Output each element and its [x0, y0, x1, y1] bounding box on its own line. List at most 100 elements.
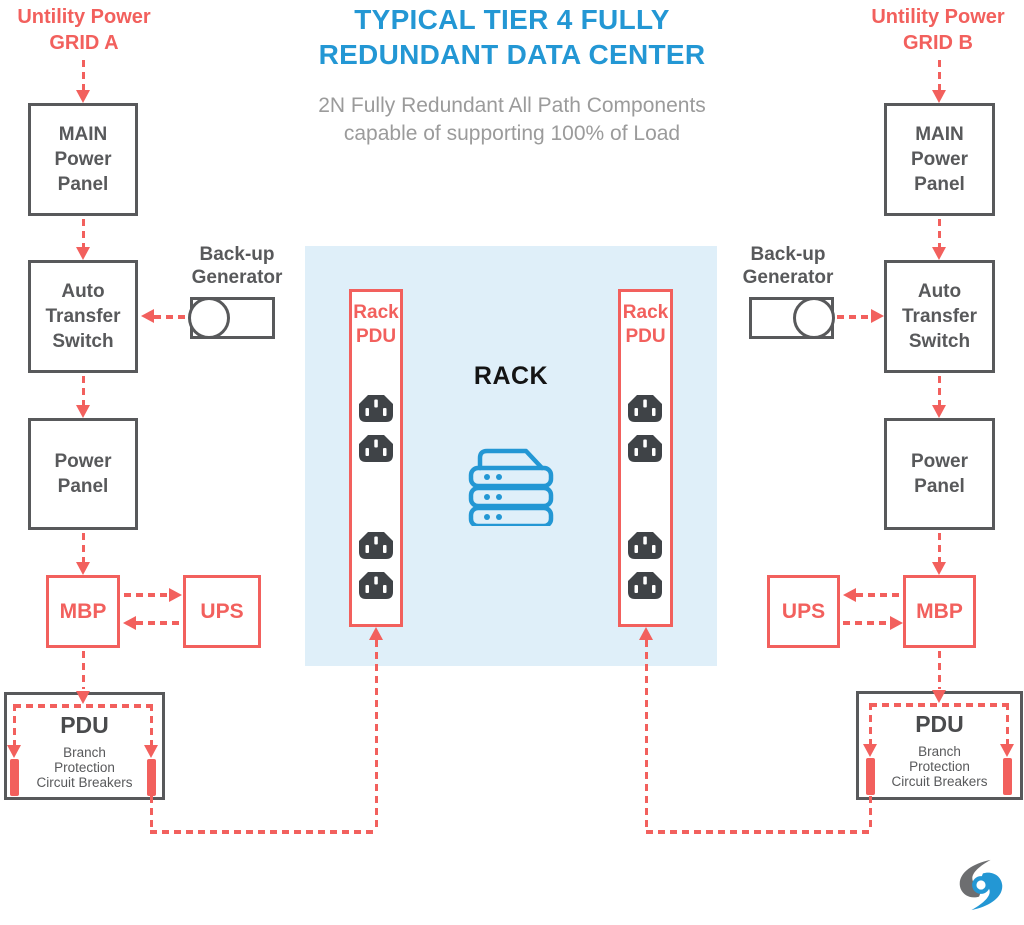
grid-a-label-line2: GRID A	[49, 31, 119, 54]
outlet-icon	[628, 572, 662, 599]
outlet-icon	[359, 435, 393, 462]
arrowhead	[76, 90, 90, 103]
pdu-b-subtitle-line2: Protection	[909, 759, 970, 774]
arrowhead	[169, 588, 182, 602]
backup-generator-icon-circle	[793, 297, 835, 339]
arrowhead	[932, 405, 946, 418]
arrowhead	[863, 744, 877, 757]
pdu-a: PDU Branch Protection Circuit Breakers	[4, 692, 165, 800]
connector-ups-a-to-mbp	[136, 621, 183, 625]
connector-panel-b-to-mbp	[937, 533, 941, 563]
power-panel-b: Power Panel	[884, 418, 995, 530]
rack-pdu-b-label-line1: Rack	[622, 302, 669, 323]
connector-main-b-to-ats	[937, 219, 941, 248]
rack-pdu-b-label: Rack PDU	[621, 301, 670, 349]
pdu-b-title: PDU	[915, 711, 964, 737]
arrowhead	[890, 616, 903, 630]
pdu-b-internal-right	[1005, 703, 1009, 745]
connector-grid-b-to-main	[937, 60, 941, 91]
circuit-breaker-bar	[1002, 758, 1012, 795]
arrowhead	[144, 745, 158, 758]
pdu-a-internal-left	[12, 704, 16, 746]
backup-generator-b-label: Back-up Generator	[728, 243, 848, 289]
ats-a-line3: Switch	[52, 331, 114, 353]
pdu-b-subtitle-line3: Circuit Breakers	[891, 774, 988, 789]
ups-b: UPS	[767, 575, 840, 648]
grid-a-label: Untility Power GRID A	[9, 5, 159, 56]
outlet-icon	[628, 532, 662, 559]
connector-ups-b-to-mbp	[843, 621, 890, 625]
ats-b-line1: Auto	[917, 280, 962, 302]
outlet-icon	[359, 532, 393, 559]
main-power-panel-a-line3: Panel	[57, 174, 109, 196]
outlet-icon	[359, 572, 393, 599]
connector-main-a-to-ats	[81, 219, 85, 248]
grid-b-label-line2: GRID B	[903, 31, 973, 54]
power-panel-a: Power Panel	[28, 418, 138, 530]
backup-generator-icon-circle	[188, 297, 230, 339]
brand-logo-icon	[959, 859, 1003, 911]
arrowhead	[639, 627, 653, 640]
arrowhead	[76, 691, 90, 704]
page-title-line1: TYPICAL TIER 4 FULLY	[354, 4, 670, 35]
arrowhead	[7, 745, 21, 758]
page-title: TYPICAL TIER 4 FULLY REDUNDANT DATA CENT…	[0, 3, 1024, 72]
arrowhead	[76, 562, 90, 575]
pdu-a-internal-bus	[14, 704, 151, 708]
connector-mbp-a-to-ups	[124, 593, 169, 597]
pdu-a-title: PDU	[60, 712, 109, 738]
rack-pdu-a-label: Rack PDU	[352, 301, 400, 349]
mbp-a: MBP	[46, 575, 120, 648]
arrowhead	[76, 405, 90, 418]
ats-a-line1: Auto	[61, 280, 105, 302]
circuit-breaker-bar	[865, 758, 875, 795]
arrowhead	[123, 616, 136, 630]
mbp-b-label: MBP	[916, 599, 963, 623]
server-stack-icon	[468, 448, 554, 526]
pdu-b-internal-left	[868, 703, 872, 745]
pdu-b-subtitle-line1: Branch	[918, 744, 961, 759]
backup-generator-b-line2: Generator	[742, 267, 834, 289]
main-power-panel-b: MAIN Power Panel	[884, 103, 995, 216]
main-power-panel-a-line1: MAIN	[58, 123, 108, 145]
auto-transfer-switch-b: Auto Transfer Switch	[884, 260, 995, 373]
backup-generator-a-line1: Back-up	[199, 244, 275, 265]
arrowhead	[932, 247, 946, 260]
arrowhead	[932, 562, 946, 575]
main-power-panel-a: MAIN Power Panel	[28, 103, 138, 216]
pdu-a-subtitle: Branch Protection Circuit Breakers	[7, 745, 162, 790]
connector-ats-b-to-panel	[937, 376, 941, 406]
pdu-b-subtitle: Branch Protection Circuit Breakers	[859, 744, 1020, 789]
connector-pdu-a-drop	[149, 796, 153, 832]
arrowhead	[932, 90, 946, 103]
backup-generator-a-line2: Generator	[191, 267, 283, 289]
rack-label: RACK	[473, 362, 549, 390]
arrowhead	[369, 627, 383, 640]
connector-mbp-b-to-ups	[856, 593, 903, 597]
ups-a: UPS	[183, 575, 261, 648]
pdu-b-internal-bus	[870, 703, 1007, 707]
pdu-a-subtitle-line3: Circuit Breakers	[36, 775, 133, 790]
connector-pdu-a-run	[149, 830, 378, 834]
arrowhead	[932, 690, 946, 703]
connector-mbp-b-to-pdu	[937, 651, 941, 689]
connector-generator-a-to-ats	[154, 315, 188, 319]
connector-generator-b-to-ats	[837, 315, 871, 319]
mbp-b: MBP	[903, 575, 976, 648]
rack-pdu-b: Rack PDU	[618, 289, 673, 627]
connector-mbp-a-to-pdu	[81, 651, 85, 689]
page-subtitle-line1: 2N Fully Redundant All Path Components	[318, 94, 706, 117]
pdu-a-subtitle-line2: Protection	[54, 760, 115, 775]
arrowhead	[141, 309, 154, 323]
connector-grid-a-to-main	[81, 60, 85, 91]
pdu-a-internal-right	[149, 704, 153, 746]
backup-generator-a-label: Back-up Generator	[177, 243, 297, 289]
rack-pdu-a: Rack PDU	[349, 289, 403, 627]
main-power-panel-a-line2: Power	[54, 148, 112, 170]
outlet-icon	[628, 395, 662, 422]
rack-pdu-a-label-line2: PDU	[355, 325, 397, 347]
arrowhead	[1000, 744, 1014, 757]
mbp-a-label: MBP	[59, 599, 107, 623]
main-power-panel-b-line2: Power	[910, 148, 969, 170]
